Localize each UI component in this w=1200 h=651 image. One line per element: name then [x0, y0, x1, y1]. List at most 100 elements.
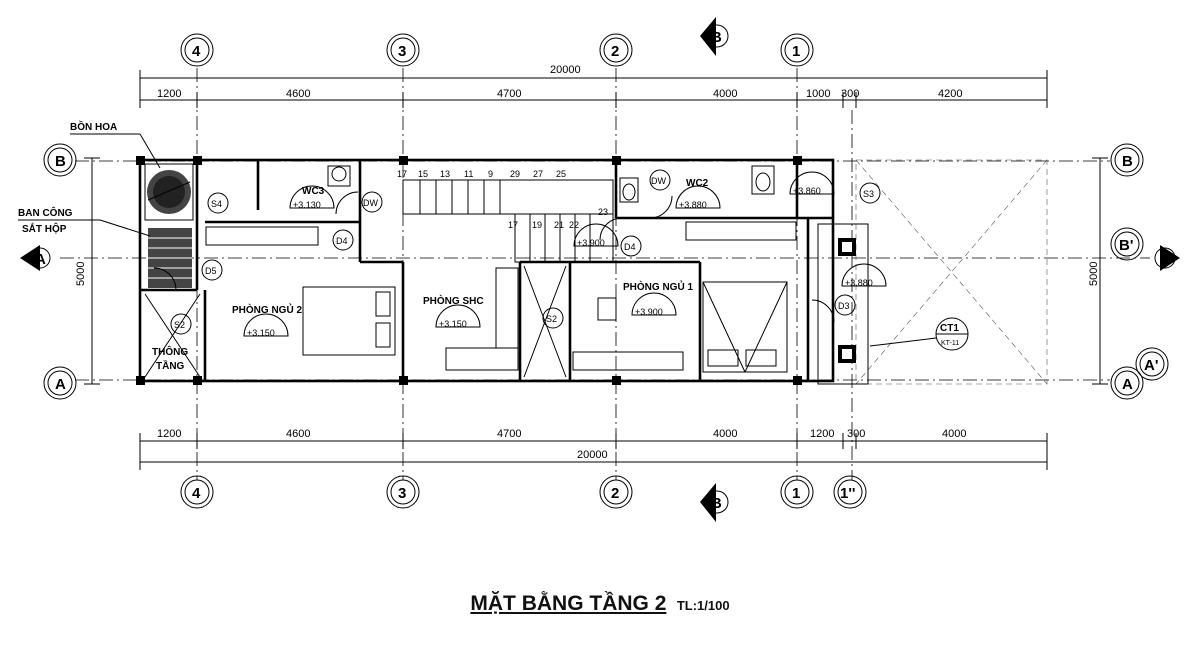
detail-id: CT1 [940, 323, 959, 334]
overall-length-bottom: 20000 [577, 449, 608, 461]
dim-top-1: 1200 [157, 88, 181, 100]
axis-B-left: B [55, 153, 66, 170]
door-d3: D3 [838, 301, 850, 311]
level-right-wc: +3.860 [793, 186, 821, 196]
level-bedroom-2: +3.150 [247, 328, 275, 338]
step-21: 21 [554, 220, 564, 230]
step-23: 23 [598, 207, 608, 217]
step-22: 22 [569, 220, 579, 230]
columns [136, 156, 802, 385]
door-s2-b: S2 [546, 314, 557, 324]
level-bedroom-1: +3.900 [635, 307, 663, 317]
detail-sheet: KT-11 [941, 340, 959, 347]
dim-bottom-7: 4000 [942, 428, 966, 440]
door-s3: S3 [863, 189, 874, 199]
door-dw-2: DW [651, 176, 666, 186]
step-15: 15 [418, 169, 428, 179]
drawing-title: MẶT BẰNG TẦNG 2 [470, 592, 667, 615]
balcony-label-1: BAN CÔNG [18, 206, 73, 219]
section-markers: B B A A [20, 17, 1180, 522]
section-B-bottom: B [711, 495, 722, 512]
void-label-line-2: TẦNG [156, 359, 185, 372]
axis-B-right: B [1122, 153, 1133, 170]
axis-Ap-right: A' [1144, 357, 1158, 374]
section-A-right: A [1160, 251, 1171, 268]
dim-top-2: 4600 [286, 88, 310, 100]
room-living: PHÒNG SHC [423, 294, 484, 307]
door-d5: D5 [205, 266, 217, 276]
balcony-rail [148, 228, 192, 288]
annotations: BỒN HOA BAN CÔNG SẮT HỘP [18, 120, 161, 237]
step-29: 29 [510, 169, 520, 179]
dim-top-4: 4000 [713, 88, 737, 100]
door-tags: S4 DW D4 D5 S2 S2 D4 DW D3 S3 [170, 169, 881, 335]
level-living: +3.150 [439, 319, 467, 329]
dim-top-7: 4200 [938, 88, 962, 100]
room-bedroom-2: PHÒNG NGỦ 2 [232, 303, 302, 316]
furniture [153, 165, 835, 373]
stair-step-numbers: 17 15 13 11 9 29 27 25 17 19 21 22 23 [397, 169, 608, 230]
dim-bottom-3: 4700 [497, 428, 521, 440]
room-labels: WC3 WC2 PHÒNG NGỦ 2 PHÒNG SHC PHÒNG NGỦ … [152, 178, 709, 372]
terrace [817, 159, 1048, 385]
dim-bottom-5: 1200 [810, 428, 834, 440]
door-d4-a: D4 [336, 236, 348, 246]
width-dim-left: 5000 [75, 262, 87, 286]
axis-A-left: A [55, 376, 66, 393]
axis-4-top: 4 [192, 43, 201, 60]
dim-bottom-1: 1200 [157, 428, 181, 440]
room-wc3: WC3 [302, 186, 325, 197]
step-17-bottom: 17 [508, 220, 518, 230]
grid-axes [60, 68, 1150, 480]
axis-3-bottom: 3 [398, 485, 406, 502]
dim-top-6: 300 [841, 88, 859, 100]
door-dw-1: DW [363, 198, 378, 208]
level-wc3: +3.130 [293, 200, 321, 210]
detail-callout: CT1 KT-11 [869, 317, 969, 351]
axis-4-bottom: 4 [192, 485, 201, 502]
width-dim-right: 5000 [1088, 262, 1100, 286]
axis-1pp-bottom: 1'' [840, 485, 855, 502]
balcony-label-2: SẮT HỘP [22, 222, 67, 235]
door-s4: S4 [211, 199, 222, 209]
dim-top-5: 1000 [806, 88, 830, 100]
axis-bubbles-bottom: 4 3 2 1 1'' [180, 475, 867, 509]
stair [402, 179, 614, 263]
planter [144, 163, 194, 221]
axis-1-top: 1 [792, 43, 800, 60]
dim-top-3: 4700 [497, 88, 521, 100]
level-wc2: +3.880 [679, 200, 707, 210]
step-17-top: 17 [397, 169, 407, 179]
drawing-title-block: MẶT BẰNG TẦNG 2 TL:1/100 [0, 592, 1200, 616]
dim-bottom-2: 4600 [286, 428, 310, 440]
dim-bottom-6: 300 [847, 428, 865, 440]
door-d4-b: D4 [624, 242, 636, 252]
void-label-line-1: THÔNG [152, 345, 188, 358]
axis-2-top: 2 [611, 43, 619, 60]
step-9: 9 [488, 169, 493, 179]
axis-bubbles-rows: B A B A B' A' [43, 143, 1169, 400]
room-bedroom-1: PHÒNG NGỦ 1 [623, 280, 693, 293]
step-13: 13 [440, 169, 450, 179]
level-stair: +3.900 [577, 238, 605, 248]
section-A-left: A [35, 251, 46, 268]
axis-1-bottom: 1 [792, 485, 800, 502]
step-11: 11 [464, 169, 473, 179]
planter-label: BỒN HOA [70, 120, 117, 133]
axis-Bp-right: B' [1119, 237, 1133, 254]
dim-bottom-4: 4000 [713, 428, 737, 440]
section-B-top: B [711, 29, 722, 46]
step-25: 25 [556, 169, 566, 179]
step-19: 19 [532, 220, 542, 230]
door-s2-a: S2 [174, 320, 185, 330]
overall-length-top: 20000 [550, 64, 581, 76]
dimension-chains: 20000 20000 1200 4600 4700 4000 1000 300… [75, 64, 1108, 470]
step-27: 27 [533, 169, 543, 179]
walls [138, 158, 835, 383]
level-terrace: +3.880 [845, 278, 873, 288]
drawing-scale: TL:1/100 [676, 598, 730, 613]
level-markers: +3.130 +3.900 +3.150 +3.150 +3.900 +3.88… [243, 171, 887, 338]
axis-bubbles-top: 4 3 2 1 [180, 33, 814, 67]
axis-2-bottom: 2 [611, 485, 619, 502]
